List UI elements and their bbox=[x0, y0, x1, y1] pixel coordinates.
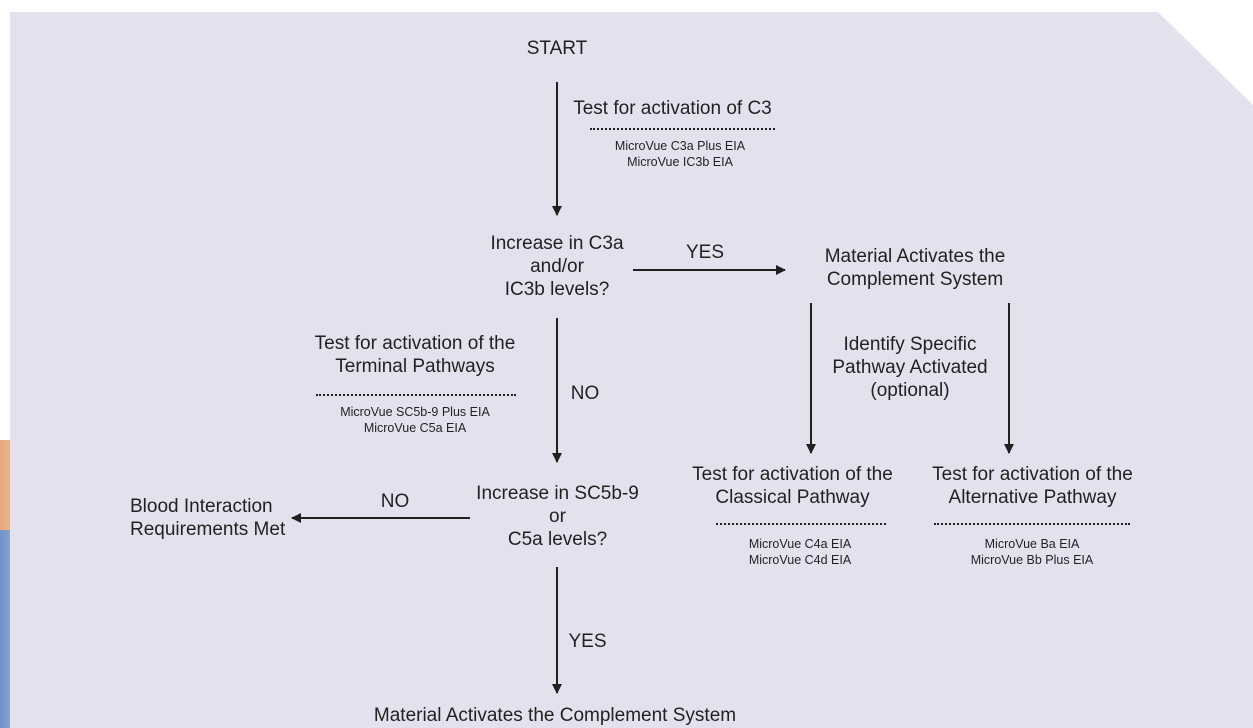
test-terminal-divider bbox=[316, 394, 516, 396]
identify-line-1: Identify Specific bbox=[843, 334, 977, 355]
decision-c3-line-3: IC3b levels? bbox=[504, 279, 610, 300]
decision-sc5b9-line-1: Increase in SC5b-9 bbox=[476, 483, 639, 504]
decision-c3: Increase in C3a and/or IC3b levels? bbox=[462, 232, 652, 301]
test-c3-divider bbox=[590, 128, 775, 130]
assay-c3a: MicroVue C3a Plus EIA bbox=[614, 139, 746, 153]
identify-line-3: (optional) bbox=[870, 380, 950, 401]
decision-c3-line-2: and/or bbox=[530, 256, 584, 277]
no-label-left: NO bbox=[380, 491, 410, 512]
identify-pathway: Identify Specific Pathway Activated (opt… bbox=[810, 333, 1010, 402]
test-alternative-line-2: Alternative Pathway bbox=[948, 487, 1117, 508]
test-terminal-line-1: Test for activation of the bbox=[314, 333, 516, 354]
test-c3-heading: Test for activation of C3 bbox=[573, 98, 772, 119]
test-classical-assays: MicroVue C4a EIA MicroVue C4d EIA bbox=[700, 536, 900, 568]
test-terminal-line-2: Terminal Pathways bbox=[335, 356, 495, 377]
test-terminal-assays: MicroVue SC5b-9 Plus EIA MicroVue C5a EI… bbox=[315, 404, 515, 436]
blood-requirements-met: Blood Interaction Requirements Met bbox=[130, 495, 290, 541]
blood-line-1: Blood Interaction bbox=[130, 496, 273, 517]
test-classical-heading: Test for activation of the Classical Pat… bbox=[670, 463, 915, 509]
test-alternative-divider bbox=[934, 523, 1130, 525]
decision-sc5b9-line-2: or bbox=[549, 506, 566, 527]
test-classical-line-2: Classical Pathway bbox=[715, 487, 870, 508]
activates-complement-bottom: Material Activates the Complement System bbox=[373, 705, 737, 726]
identify-line-2: Pathway Activated bbox=[832, 357, 988, 378]
assay-ic3b: MicroVue IC3b EIA bbox=[627, 155, 733, 169]
assay-ba: MicroVue Ba EIA bbox=[984, 537, 1080, 551]
yes-label-right: YES bbox=[685, 242, 725, 263]
assay-c4d: MicroVue C4d EIA bbox=[748, 553, 852, 567]
decision-sc5b9: Increase in SC5b-9 or C5a levels? bbox=[455, 482, 660, 551]
assay-c5a: MicroVue C5a EIA bbox=[363, 421, 467, 435]
decision-c3-line-1: Increase in C3a bbox=[490, 233, 624, 254]
activates-right-line-1: Material Activates the bbox=[824, 246, 1006, 267]
assay-bb: MicroVue Bb Plus EIA bbox=[970, 553, 1094, 567]
assay-c4a: MicroVue C4a EIA bbox=[748, 537, 852, 551]
test-c3-assays: MicroVue C3a Plus EIA MicroVue IC3b EIA bbox=[580, 138, 780, 170]
test-alternative-heading: Test for activation of the Alternative P… bbox=[910, 463, 1155, 509]
blood-line-2: Requirements Met bbox=[130, 519, 286, 540]
test-alternative-assays: MicroVue Ba EIA MicroVue Bb Plus EIA bbox=[932, 536, 1132, 568]
activates-complement-right: Material Activates the Complement System bbox=[790, 245, 1040, 291]
panel-background bbox=[10, 12, 1253, 728]
yes-label-down: YES bbox=[568, 631, 607, 652]
test-alternative-line-1: Test for activation of the bbox=[932, 464, 1133, 485]
test-classical-divider bbox=[716, 523, 886, 525]
test-classical-line-1: Test for activation of the bbox=[692, 464, 893, 485]
decision-sc5b9-line-3: C5a levels? bbox=[507, 529, 608, 550]
start-node: START bbox=[526, 38, 588, 59]
assay-sc5b9: MicroVue SC5b-9 Plus EIA bbox=[340, 405, 490, 419]
test-terminal-heading: Test for activation of the Terminal Path… bbox=[285, 332, 545, 378]
activates-right-line-2: Complement System bbox=[826, 269, 1004, 290]
no-label-down: NO bbox=[570, 383, 600, 404]
